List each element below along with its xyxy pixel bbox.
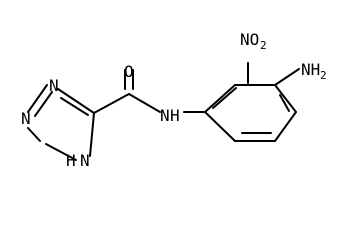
bond-n1-n2-double (34, 91, 53, 117)
atom-nitro-subscript: 2 (260, 39, 267, 52)
bond-benz-6-1 (204, 111, 236, 142)
bond-c3-n4 (89, 112, 95, 157)
molecule-drawing: O N N N H N H NO 2 NH 2 (21, 30, 327, 170)
atom-n-ring-2: N (21, 109, 31, 128)
bond-n4-c5 (45, 143, 77, 161)
atom-n-ring-1: N (49, 76, 59, 95)
bond-n1-n2 (27, 84, 48, 113)
bond-benz-4-5 (274, 111, 297, 142)
bond-c3-carbonyl (93, 93, 130, 114)
atom-nitro: NO (240, 30, 259, 49)
atom-amide-h: H (170, 106, 180, 125)
bond-benz-1-2 (204, 84, 236, 113)
bond-aryl-amino (274, 68, 300, 86)
atom-nh-ring: N (80, 151, 90, 170)
bond-c5-n1 (27, 127, 41, 142)
bond-n2-c3 (57, 88, 95, 114)
bond-benz-inner-a (212, 87, 237, 109)
molecule-canvas: O N N N H N H NO 2 NH 2 (21, 30, 327, 170)
bond-benz-3-4 (274, 84, 297, 113)
bond-carbonyl-nh (128, 93, 161, 113)
atom-o-carbonyl: O (124, 62, 134, 81)
atom-h-ring: H (66, 151, 76, 170)
atom-amide-n: N (160, 106, 170, 125)
bond-benz-inner-b (279, 94, 290, 112)
bond-n2-c3-double (60, 97, 89, 116)
atom-amino: NH (301, 60, 320, 79)
atom-amino-subscript: 2 (320, 69, 327, 82)
